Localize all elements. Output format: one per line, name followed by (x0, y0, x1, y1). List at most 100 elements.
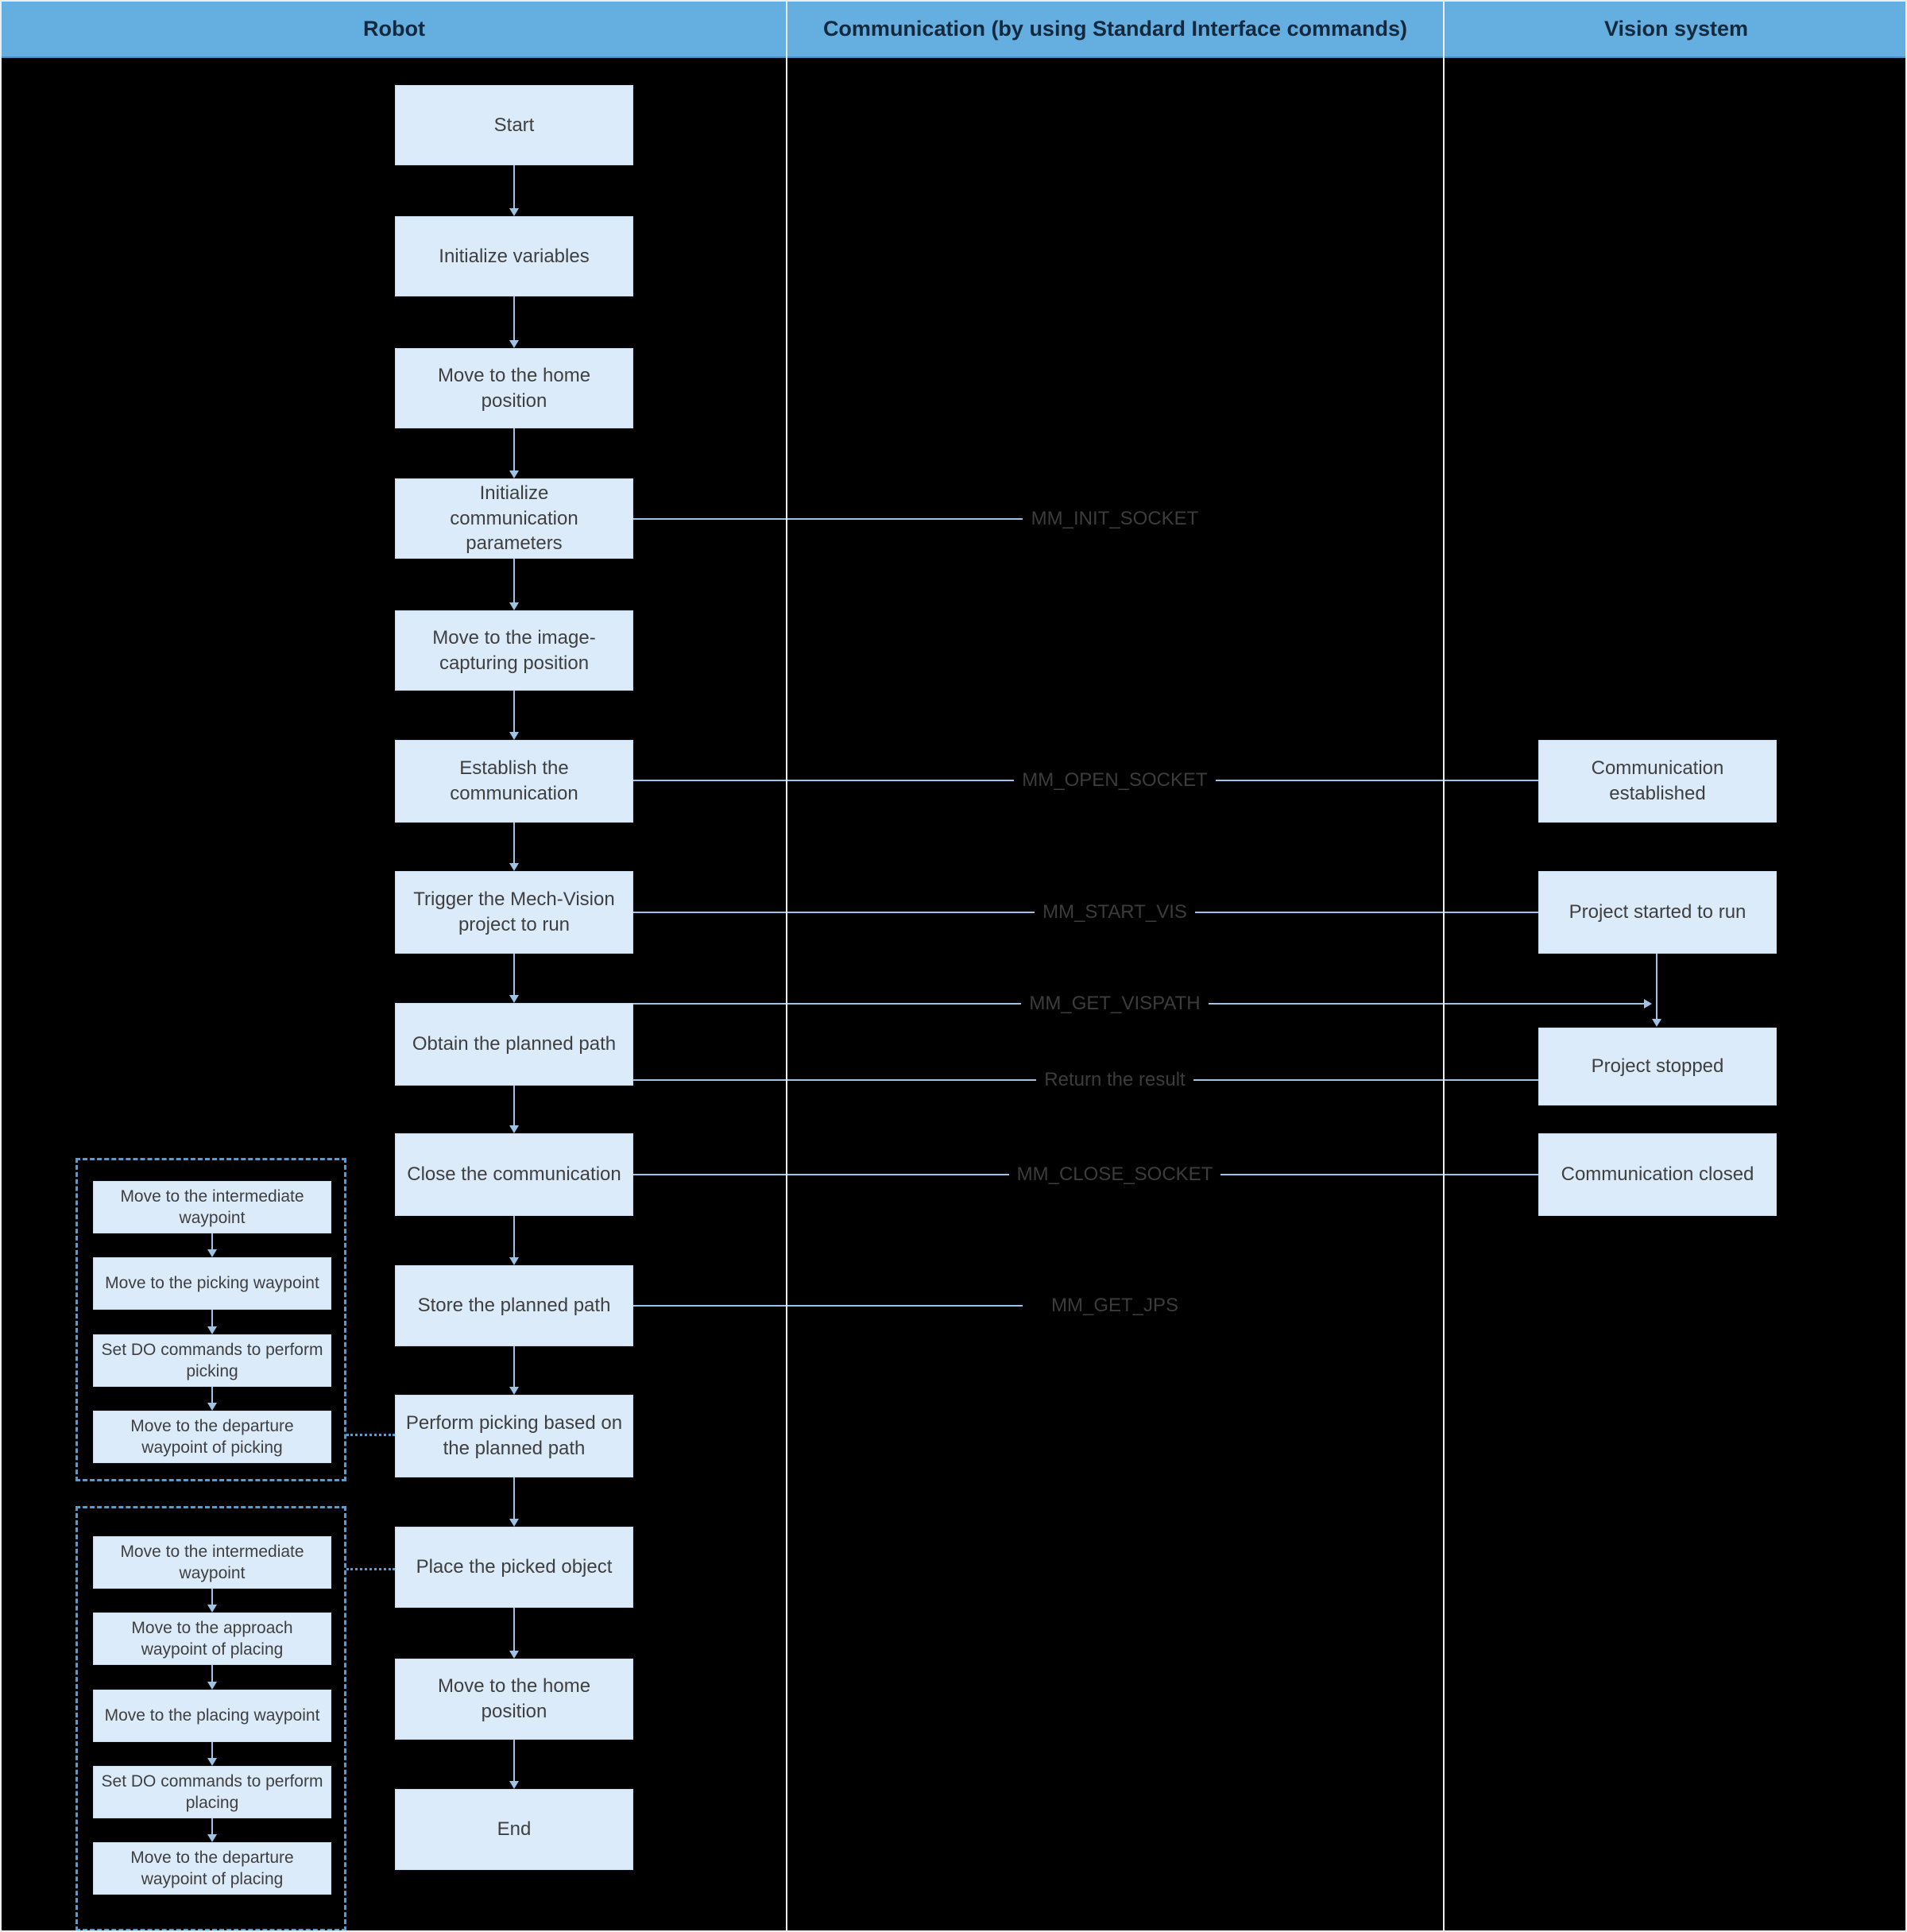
placing-step-label: Move to the intermediate waypoint (120, 1542, 304, 1582)
comm-label-mm-open-socket: MM_OPEN_SOCKET (876, 767, 1353, 794)
comm-line-mm-get-jps (633, 1305, 1023, 1307)
arrow-down-icon (509, 691, 519, 740)
placing-step-label: Move to the departure waypoint of placin… (130, 1848, 294, 1888)
arrow-down-icon (509, 428, 519, 478)
flow-box-establish-communication: Establish the communication (395, 740, 633, 823)
arrow-down-icon (509, 1608, 519, 1659)
column-header-communication-label: Communication (by using Standard Interfa… (822, 17, 1408, 41)
flow-box-start-label: Start (493, 114, 535, 136)
vision-box-project-stopped: Project stopped (1538, 1028, 1777, 1105)
flow-box-place-object: Place the picked object (395, 1527, 633, 1608)
comm-label-text: MM_GET_JPS (1042, 1295, 1187, 1317)
comm-label-text: MM_OPEN_SOCKET (1014, 769, 1216, 792)
arrow-down-icon (509, 1346, 519, 1395)
placing-step-placing-waypoint: Move to the placing waypoint (93, 1690, 331, 1742)
flow-box-trigger-mech-vision: Trigger the Mech-Vision project to run (395, 871, 633, 954)
arrow-down-icon (509, 296, 519, 348)
comm-label-mm-start-vis: MM_START_VIS (876, 899, 1353, 926)
comm-label-text: Return the result (1036, 1069, 1193, 1091)
flow-box-move-home-1-label: Move to the home position (437, 364, 591, 412)
vision-box-communication-closed-label: Communication closed (1561, 1163, 1754, 1186)
flow-box-close-communication-label: Close the communication (407, 1163, 621, 1186)
comm-line-mm-init-socket (633, 518, 1023, 520)
vision-box-communication-established: Communication established (1538, 740, 1777, 823)
placing-step-label: Set DO commands to perform placing (101, 1771, 323, 1812)
column-divider (786, 2, 787, 1930)
arrow-down-icon (207, 1818, 217, 1842)
arrow-down-icon (207, 1233, 217, 1257)
column-header-communication: Communication (by using Standard Interfa… (787, 2, 1444, 58)
vision-box-communication-closed: Communication closed (1538, 1133, 1777, 1216)
placing-step-set-do: Set DO commands to perform placing (93, 1766, 331, 1818)
column-header-vision-label: Vision system (1603, 17, 1749, 41)
comm-label-mm-get-jps: MM_GET_JPS (876, 1292, 1353, 1319)
flow-box-initialize-variables: Initialize variables (395, 216, 633, 296)
comm-label-text: MM_CLOSE_SOCKET (1008, 1163, 1221, 1186)
picking-group-connector (346, 1434, 395, 1436)
flow-box-establish-communication-label: Establish the communication (450, 757, 578, 804)
comm-label-text: MM_INIT_SOCKET (1023, 508, 1207, 530)
vision-box-project-stopped-label: Project stopped (1591, 1055, 1724, 1078)
placing-group-connector (346, 1568, 395, 1570)
arrow-down-icon (509, 1740, 519, 1789)
comm-label-mm-init-socket: MM_INIT_SOCKET (876, 505, 1353, 532)
placing-step-intermediate: Move to the intermediate waypoint (93, 1536, 331, 1589)
placing-step-departure: Move to the departure waypoint of placin… (93, 1842, 331, 1895)
picking-step-departure: Move to the departure waypoint of pickin… (93, 1411, 331, 1463)
column-header-robot-label: Robot (363, 17, 425, 41)
comm-label-return-result: Return the result (876, 1067, 1353, 1094)
picking-step-label: Move to the intermediate waypoint (120, 1187, 304, 1227)
placing-step-label: Move to the approach waypoint of placing (131, 1618, 293, 1659)
flow-box-obtain-planned-path-label: Obtain the planned path (412, 1033, 617, 1055)
comm-label-text: MM_START_VIS (1035, 901, 1195, 923)
arrow-down-icon (207, 1589, 217, 1613)
picking-step-intermediate: Move to the intermediate waypoint (93, 1181, 331, 1233)
flow-box-start: Start (395, 85, 633, 165)
flow-box-close-communication: Close the communication (395, 1133, 633, 1216)
flow-box-perform-picking: Perform picking based on the planned pat… (395, 1395, 633, 1477)
picking-group: Move to the intermediate waypoint Move t… (75, 1158, 346, 1481)
flow-box-obtain-planned-path: Obtain the planned path (395, 1003, 633, 1086)
flow-box-store-planned-path-label: Store the planned path (417, 1295, 611, 1317)
flow-box-initialize-variables-label: Initialize variables (439, 245, 590, 267)
arrow-down-icon (509, 165, 519, 216)
flow-box-place-object-label: Place the picked object (416, 1556, 613, 1578)
picking-step-label: Move to the picking waypoint (105, 1274, 319, 1293)
vision-box-communication-established-label: Communication established (1591, 757, 1724, 804)
column-header-robot: Robot (2, 2, 787, 58)
flow-box-move-home-2: Move to the home position (395, 1659, 633, 1740)
arrow-down-icon (509, 823, 519, 871)
placing-group: Move to the intermediate waypoint Move t… (75, 1506, 346, 1930)
vision-box-project-started: Project started to run (1538, 871, 1777, 954)
vision-box-project-started-label: Project started to run (1569, 901, 1746, 923)
picking-step-label: Move to the departure waypoint of pickin… (130, 1416, 294, 1457)
flow-box-init-comm-params-label: Initialize communication parameters (450, 482, 578, 555)
flow-box-move-image-capturing-label: Move to the image-capturing position (432, 626, 596, 674)
arrow-down-icon (509, 954, 519, 1003)
flow-box-move-image-capturing: Move to the image-capturing position (395, 610, 633, 691)
picking-step-label: Set DO commands to perform picking (101, 1340, 323, 1380)
arrow-down-icon (207, 1310, 217, 1334)
column-divider (1443, 2, 1445, 1930)
flow-box-store-planned-path: Store the planned path (395, 1265, 633, 1346)
arrow-down-icon (207, 1387, 217, 1411)
picking-step-picking-waypoint: Move to the picking waypoint (93, 1257, 331, 1310)
comm-label-text: MM_GET_VISPATH (1021, 993, 1209, 1015)
flow-box-move-home-1: Move to the home position (395, 348, 633, 428)
picking-step-set-do: Set DO commands to perform picking (93, 1334, 331, 1387)
arrow-down-icon (509, 559, 519, 610)
arrow-down-icon (207, 1742, 217, 1766)
flow-box-end: End (395, 1789, 633, 1870)
arrow-down-icon (509, 1477, 519, 1527)
arrow-down-icon (509, 1086, 519, 1133)
column-header-vision: Vision system (1444, 2, 1905, 58)
comm-label-mm-close-socket: MM_CLOSE_SOCKET (876, 1161, 1353, 1188)
flow-box-init-comm-params: Initialize communication parameters (395, 478, 633, 559)
flow-box-perform-picking-label: Perform picking based on the planned pat… (405, 1412, 623, 1459)
arrow-down-icon (509, 1216, 519, 1265)
comm-label-mm-get-vispath: MM_GET_VISPATH (876, 990, 1353, 1017)
arrow-down-icon (1652, 954, 1661, 1027)
arrow-down-icon (207, 1665, 217, 1690)
flow-box-move-home-2-label: Move to the home position (437, 1675, 591, 1722)
